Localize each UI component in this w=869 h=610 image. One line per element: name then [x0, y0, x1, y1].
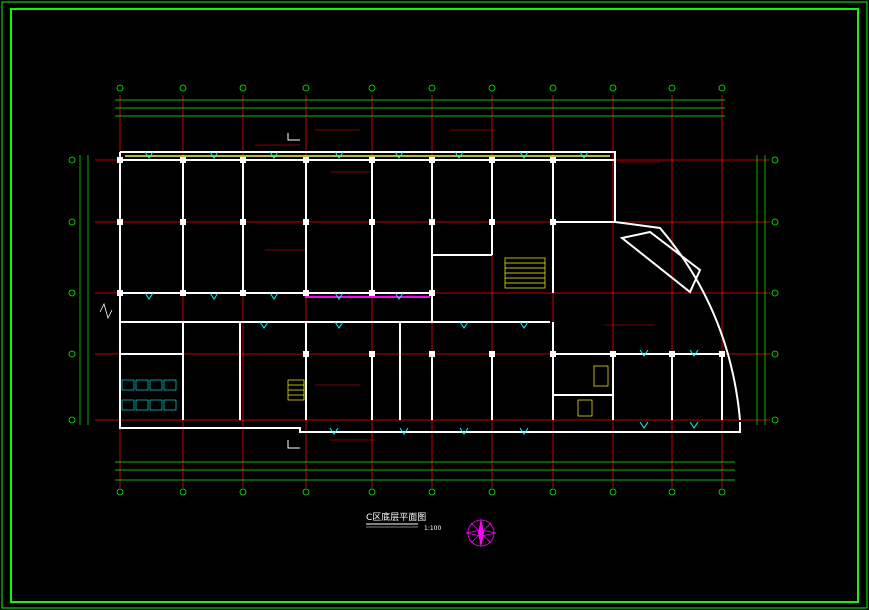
- window-marks: [144, 151, 699, 435]
- annotation-leaders: [255, 129, 660, 441]
- drawing-title-block: C区底层平面图 1:100: [366, 510, 446, 536]
- section-markers: [287, 133, 300, 449]
- drawing-scale: 1:100: [424, 525, 442, 532]
- title-underline: [366, 523, 418, 528]
- facade-highlight: [125, 155, 610, 298]
- break-line: [99, 302, 113, 320]
- drawing-title: C区底层平面图: [366, 513, 427, 523]
- inner-frame: [10, 8, 859, 603]
- building-walls: [119, 151, 741, 433]
- axis-bubbles: [68, 84, 779, 496]
- washroom-fixtures: [121, 379, 177, 411]
- structural-columns: [117, 157, 725, 357]
- dimension-lines: [79, 99, 766, 481]
- stairs: [287, 257, 609, 417]
- north-arrow-icon: [465, 518, 497, 548]
